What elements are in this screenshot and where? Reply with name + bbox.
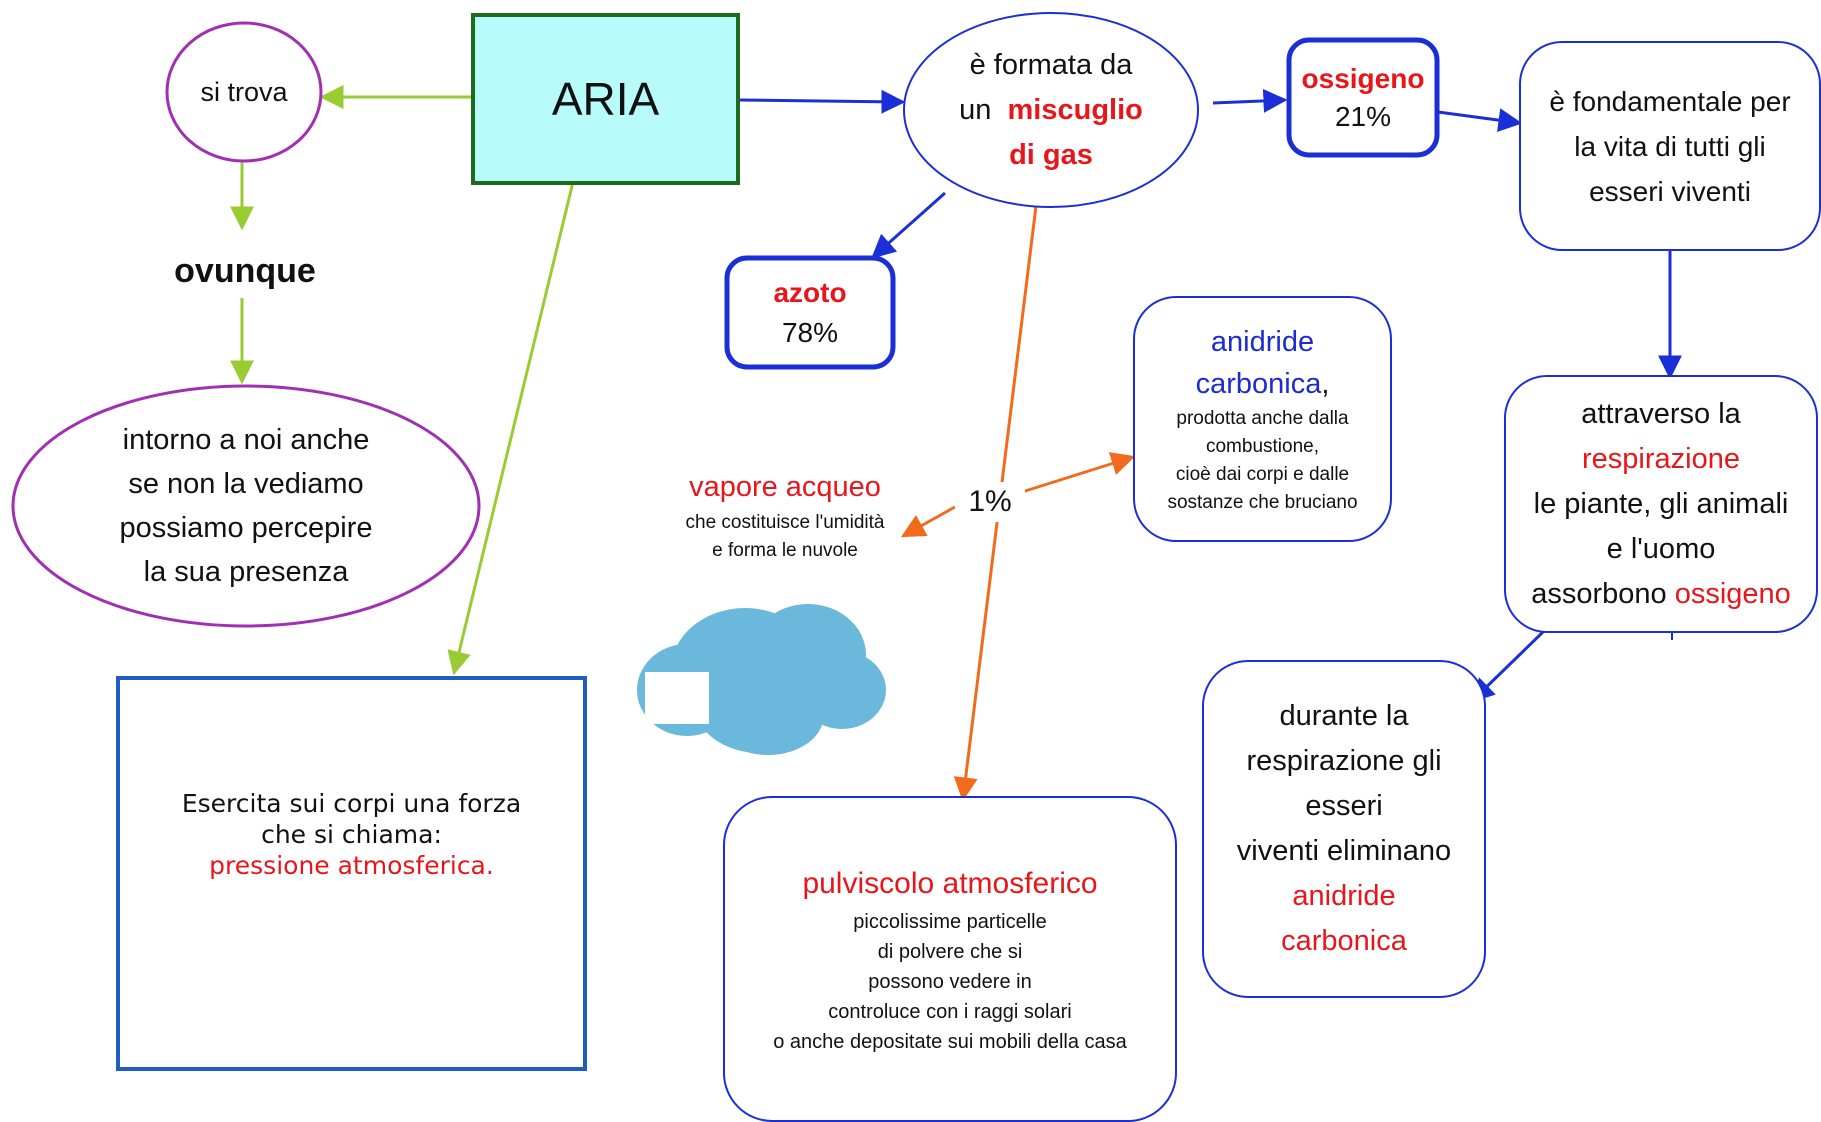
pulviscolo-shape	[723, 796, 1177, 1122]
miscuglio-node: è formata da un miscuglio di gas	[910, 30, 1192, 190]
miscuglio-shape	[903, 12, 1199, 208]
miscuglio-line-1: è formata da	[969, 48, 1133, 81]
pulviscolo-title: pulviscolo atmosferico	[802, 867, 1098, 900]
ossigeno-shape	[1286, 37, 1440, 158]
vapore-title: vapore acqueo	[689, 471, 881, 503]
intorno-node: intorno a noi anche se non la vediamo po…	[40, 410, 452, 602]
pressione-node: Esercita sui corpi una forza che si chia…	[118, 678, 585, 1069]
respirazione-node: attraverso la respirazione le piante, gl…	[1505, 376, 1817, 632]
arrow-one-percent-to-vapore	[900, 505, 956, 538]
pulviscolo-line-1: piccolissime particelle	[853, 911, 1047, 933]
fondamentale-shape	[1519, 41, 1821, 251]
durante-line-4: viventi eliminano	[1236, 835, 1452, 867]
si-trova-label: si trova	[200, 76, 288, 107]
vapore-line-1: che costituisce l'umidità	[685, 512, 885, 533]
arrow-ossigeno-to-fondamentale	[1437, 108, 1523, 133]
vapore-node: vapore acqueo che costituisce l'umidità …	[640, 460, 930, 570]
miscuglio-line-2-red: miscuglio	[1007, 93, 1143, 126]
azoto-node: azoto 78%	[727, 258, 893, 367]
fondamentale-line-2: la vita di tutti gli	[1574, 130, 1766, 162]
arrow-respirazione-to-durante	[1470, 630, 1545, 703]
respirazione-line-5-red: ossigeno	[1674, 577, 1791, 610]
ovunque-label: ovunque	[174, 251, 316, 290]
pressione-shape	[116, 676, 587, 1071]
intorno-line-4: la sua presenza	[143, 556, 349, 588]
durante-node: durante la respirazione gli esseri viven…	[1203, 661, 1485, 997]
arrow-aria-to-miscuglio	[738, 89, 906, 114]
arrow-miscuglio-to-ossigeno	[1212, 88, 1288, 113]
respirazione-line-1: attraverso la	[1581, 397, 1741, 430]
anidride-shape	[1133, 296, 1392, 542]
pulviscolo-line-2: di polvere che si	[877, 941, 1023, 963]
respirazione-line-3: le piante, gli animali	[1533, 487, 1789, 520]
miscuglio-line-2-prefix: un	[959, 93, 992, 126]
anidride-comma: ,	[1321, 368, 1330, 400]
respirazione-shape	[1504, 375, 1818, 633]
anidride-line-1: prodotta anche dalla	[1176, 408, 1349, 429]
respirazione-line-4: e l'uomo	[1606, 532, 1716, 565]
ovunque-node: ovunque	[140, 245, 350, 297]
anidride-line-4: sostanze che bruciano	[1167, 492, 1358, 513]
ossigeno-pct: 21%	[1334, 100, 1392, 132]
fondamentale-node: è fondamentale per la vita di tutti gli …	[1520, 42, 1820, 250]
vapore-line-2: e forma le nuvole	[712, 540, 858, 561]
anidride-node: anidride carbonica, prodotta anche dalla…	[1134, 297, 1391, 541]
fondamentale-line-3: esseri viventi	[1589, 175, 1751, 207]
azoto-pct: 78%	[781, 316, 839, 348]
azoto-name: azoto	[773, 276, 847, 308]
pressione-line-2: che si chiama:	[261, 820, 442, 849]
si-trova-shape	[165, 21, 323, 163]
cloud-cut	[645, 672, 709, 724]
anidride-line-3: cioè dai corpi e dalle	[1175, 464, 1350, 485]
anidride-line-2: combustione,	[1205, 436, 1319, 457]
respirazione-line-2: respirazione	[1582, 442, 1740, 475]
arrow-miscuglio-to-azoto	[871, 191, 946, 259]
anidride-title-1: anidride	[1210, 326, 1315, 358]
miscuglio-line-3: di gas	[1009, 138, 1093, 171]
ossigeno-name: ossigeno	[1301, 62, 1425, 94]
pressione-line-3: pressione atmosferica.	[209, 851, 494, 880]
si-trova-node: si trova	[167, 23, 321, 161]
aria-label: ARIA	[551, 73, 660, 125]
durante-line-1: durante la	[1279, 700, 1409, 732]
one-percent-node: 1%	[955, 482, 1025, 522]
anidride-title-2-row: carbonica,	[1196, 363, 1330, 405]
arrow-one-percent-to-anidride	[1021, 452, 1136, 494]
ossigeno-node: ossigeno 21%	[1289, 40, 1437, 155]
intorno-shape	[11, 384, 481, 628]
one-percent-label: 1%	[968, 485, 1012, 518]
durante-line-3: esseri	[1305, 790, 1383, 822]
pulviscolo-node: pulviscolo atmosferico piccolissime part…	[724, 797, 1176, 1121]
intorno-line-3: possiamo percepire	[119, 512, 373, 544]
durante-shape	[1202, 660, 1486, 998]
intorno-line-2: se non la vediamo	[128, 468, 364, 500]
aria-box: ARIA	[473, 15, 738, 183]
fondamentale-line-1: è fondamentale per	[1549, 85, 1791, 117]
pulviscolo-line-3: possono vedere in	[868, 971, 1032, 993]
miscuglio-line-2: un miscuglio	[959, 88, 1143, 133]
aria-shape	[471, 13, 740, 185]
respirazione-line-5-prefix: assorbono	[1531, 577, 1667, 610]
respirazione-line-5: assorbono ossigeno	[1531, 572, 1791, 617]
pulviscolo-line-5: o anche depositate sui mobili della casa	[773, 1031, 1127, 1053]
durante-red-2: carbonica	[1281, 925, 1407, 957]
durante-red-1: anidride	[1292, 880, 1396, 912]
azoto-shape	[724, 255, 896, 370]
intorno-line-1: intorno a noi anche	[122, 424, 370, 456]
pressione-line-1: Esercita sui corpi una forza	[181, 789, 522, 818]
arrow-aria-to-pressione	[447, 181, 575, 676]
pulviscolo-line-4: controluce con i raggi solari	[828, 1001, 1072, 1023]
anidride-title-2: carbonica	[1195, 368, 1322, 400]
durante-line-2: respirazione gli	[1246, 745, 1442, 777]
